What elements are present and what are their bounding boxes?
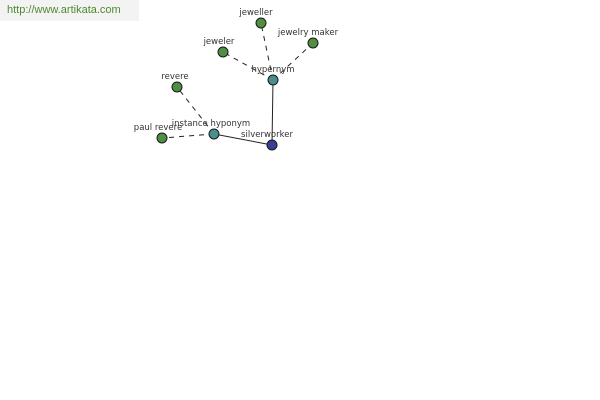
site-url[interactable]: http://www.artikata.com bbox=[0, 0, 139, 21]
node-jewelry-maker-label[interactable]: jewelry maker bbox=[277, 28, 339, 38]
node-paul-revere-label[interactable]: paul revere bbox=[134, 123, 182, 133]
node-jewelry-maker[interactable]: jewelry maker bbox=[277, 28, 339, 49]
node-jeweller[interactable]: jeweller bbox=[238, 8, 273, 29]
node-instance-hyponym[interactable]: instance hyponym bbox=[172, 119, 250, 140]
node-hypernym[interactable]: hypernym bbox=[251, 65, 295, 86]
node-hypernym-label[interactable]: hypernym bbox=[251, 65, 294, 75]
node-jeweller-marker[interactable] bbox=[255, 17, 267, 29]
node-revere-marker[interactable] bbox=[171, 81, 183, 93]
edges-layer bbox=[161, 22, 314, 146]
node-jeweler[interactable]: jeweler bbox=[203, 37, 235, 58]
node-instance-hyponym-label[interactable]: instance hyponym bbox=[172, 119, 250, 129]
node-paul-revere[interactable]: paul revere bbox=[134, 123, 182, 144]
edge-instance-hyponym-paul-revere bbox=[161, 133, 215, 139]
nodes-layer: jeweller jewelry maker jeweler hypernym reve… bbox=[134, 8, 339, 151]
node-hypernym-marker[interactable] bbox=[267, 74, 279, 86]
node-jeweler-marker[interactable] bbox=[217, 46, 229, 58]
node-silverworker[interactable]: silverworker bbox=[241, 130, 293, 151]
node-paul-revere-marker[interactable] bbox=[156, 132, 168, 144]
node-jeweler-label[interactable]: jeweler bbox=[203, 37, 235, 47]
node-silverworker-marker[interactable] bbox=[266, 139, 278, 151]
node-instance-hyponym-marker[interactable] bbox=[208, 128, 220, 140]
edge-silverworker-instance-hyponym bbox=[213, 133, 273, 146]
node-silverworker-label[interactable]: silverworker bbox=[241, 130, 293, 140]
node-revere[interactable]: revere bbox=[161, 72, 189, 93]
edge-silverworker-hypernym bbox=[271, 79, 274, 146]
node-revere-label[interactable]: revere bbox=[161, 72, 188, 82]
node-jewelry-maker-marker[interactable] bbox=[307, 37, 319, 49]
node-jeweller-label[interactable]: jeweller bbox=[238, 8, 273, 18]
